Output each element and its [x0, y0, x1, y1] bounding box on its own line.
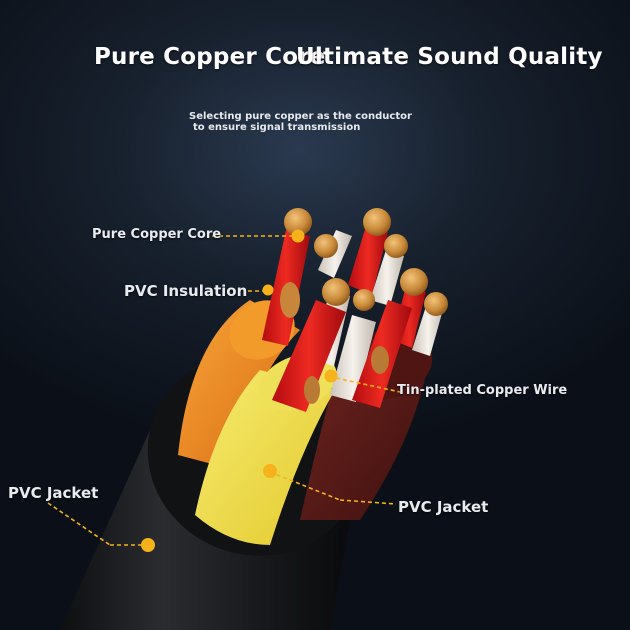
copper-strand-tips — [280, 208, 448, 404]
subtitle-line-1: Selecting pure copper as the conductor — [189, 111, 412, 122]
headline-ultimate-sound-quality: Ultimate Sound Quality — [296, 44, 603, 70]
insulated-conductors — [262, 226, 444, 412]
headline-pure-copper-core: Pure Copper Core — [94, 44, 326, 70]
callout-dots — [141, 229, 338, 552]
callout-pvc-jacket-right: PVC Jacket — [398, 498, 489, 516]
callout-pvc-insulation: PVC Insulation — [124, 282, 248, 300]
callout-pure-copper-core: Pure Copper Core — [92, 227, 222, 242]
subtitle-line-2: to ensure signal transmission — [193, 122, 361, 133]
callout-tin-plated-copper-wire: Tin-plated Copper Wire — [397, 383, 568, 398]
callout-pvc-jacket-left: PVC Jacket — [8, 484, 99, 502]
